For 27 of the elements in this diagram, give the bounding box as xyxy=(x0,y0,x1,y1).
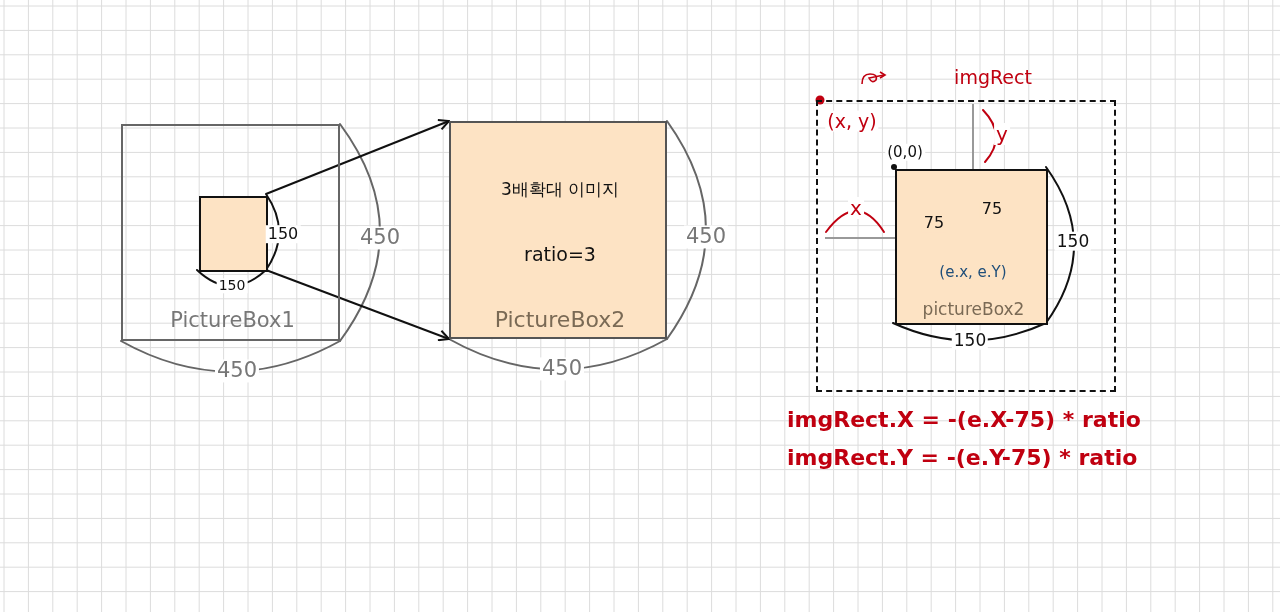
dimension-label: 450 xyxy=(683,225,729,249)
dimension-label: 150 xyxy=(265,225,301,243)
dimension-label: 150 xyxy=(1054,231,1092,251)
picture-box xyxy=(121,124,340,341)
dimension-label: 450 xyxy=(357,226,403,250)
dimension-label: x xyxy=(848,197,864,219)
formula-text: imgRect.Y = -(e.Y-75) * ratio xyxy=(786,445,1139,471)
dimension-label: 150 xyxy=(216,278,248,294)
dimension-label: 450 xyxy=(214,359,260,383)
dimension-label: 450 xyxy=(539,357,585,381)
box-caption: PictureBox1 xyxy=(169,308,296,332)
dimension-label: 150 xyxy=(951,330,989,350)
box-caption: PictureBox2 xyxy=(493,307,627,332)
box-caption: pictureBox2 xyxy=(921,299,1026,319)
box-text: 3배확대 이미지 xyxy=(499,179,621,201)
box-heading: imgRect xyxy=(953,66,1033,88)
formula-text: imgRect.X = -(e.X-75) * ratio xyxy=(786,407,1142,433)
arrow xyxy=(265,119,450,195)
point-label: (x, y) xyxy=(825,110,879,132)
small-box xyxy=(199,196,268,272)
box-text: ratio=3 xyxy=(523,243,597,265)
point-label: (e.x, e.Y) xyxy=(937,263,1009,281)
arrow xyxy=(265,269,450,342)
point-label: (0,0) xyxy=(885,143,925,161)
dimension-label: y xyxy=(994,123,1010,145)
picture-box xyxy=(895,169,1048,325)
picture-box xyxy=(449,121,667,339)
